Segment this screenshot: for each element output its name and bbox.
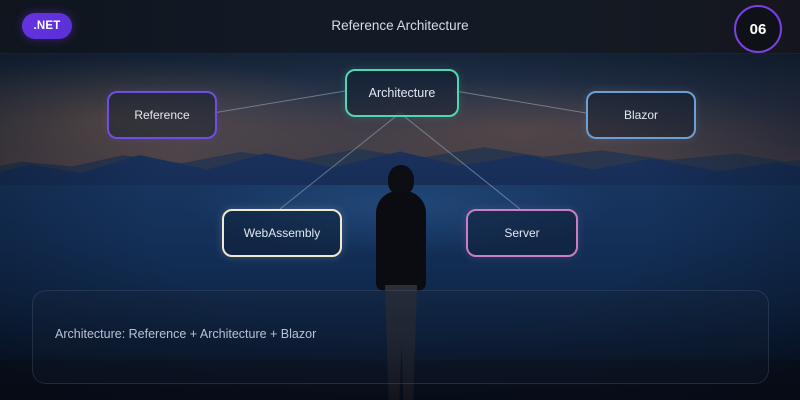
page-title: Reference Architecture xyxy=(331,18,469,33)
diagram-edge-architecture-to-blazor xyxy=(454,90,587,114)
diagram-node-label: Blazor xyxy=(623,108,658,122)
step-number-badge: 06 xyxy=(734,5,782,53)
diagram-node-blazor[interactable]: Blazor xyxy=(586,91,696,139)
diagram-node-architecture[interactable]: Architecture xyxy=(345,69,459,117)
dotnet-brand-badge: .NET xyxy=(22,13,72,39)
diagram-node-label: Server xyxy=(504,226,540,240)
diagram-edge-architecture-to-server xyxy=(399,112,521,210)
diagram-node-label: Reference xyxy=(134,108,190,122)
header-bar: .NET Reference Architecture 06 xyxy=(0,0,800,54)
diagram-edge-reference-to-architecture xyxy=(212,90,346,114)
diagram-node-label: Architecture xyxy=(368,86,436,100)
diagram-node-label: WebAssembly xyxy=(243,226,321,240)
diagram-node-webassembly[interactable]: WebAssembly xyxy=(222,209,342,257)
caption-panel: Architecture: Reference + Architecture +… xyxy=(32,290,769,384)
diagram-node-server[interactable]: Server xyxy=(466,209,578,257)
diagram-node-reference[interactable]: Reference xyxy=(107,91,217,139)
diagram-edge-architecture-to-webassembly xyxy=(279,112,401,210)
caption-text: Architecture: Reference + Architecture +… xyxy=(55,327,317,341)
